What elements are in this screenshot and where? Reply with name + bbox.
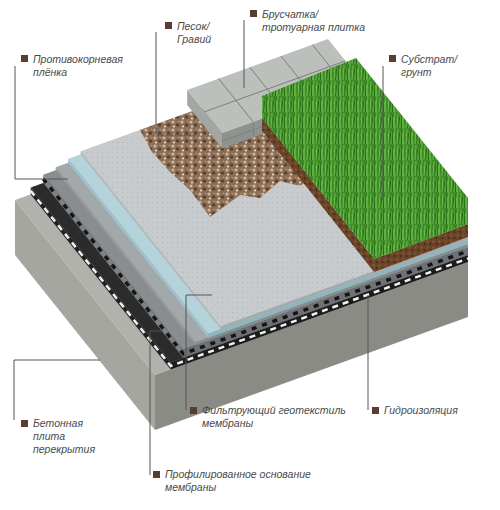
callout-label: Песок/ Гравий — [177, 20, 227, 46]
callout-label: Противокорневая плёнка — [33, 53, 138, 79]
callout-label: Бетонная плита перекрытия — [33, 417, 99, 456]
callout-label: Брусчатка/ тротуарная плитка — [262, 8, 374, 34]
callout-label: Фильтрующий геотекстиль мембраны — [202, 404, 350, 430]
callout-label: Профилированное основание мембраны — [165, 468, 330, 494]
callout-label: Гидроизоляция — [384, 404, 484, 417]
callout-label: Субстрат/ грунт — [401, 53, 463, 79]
